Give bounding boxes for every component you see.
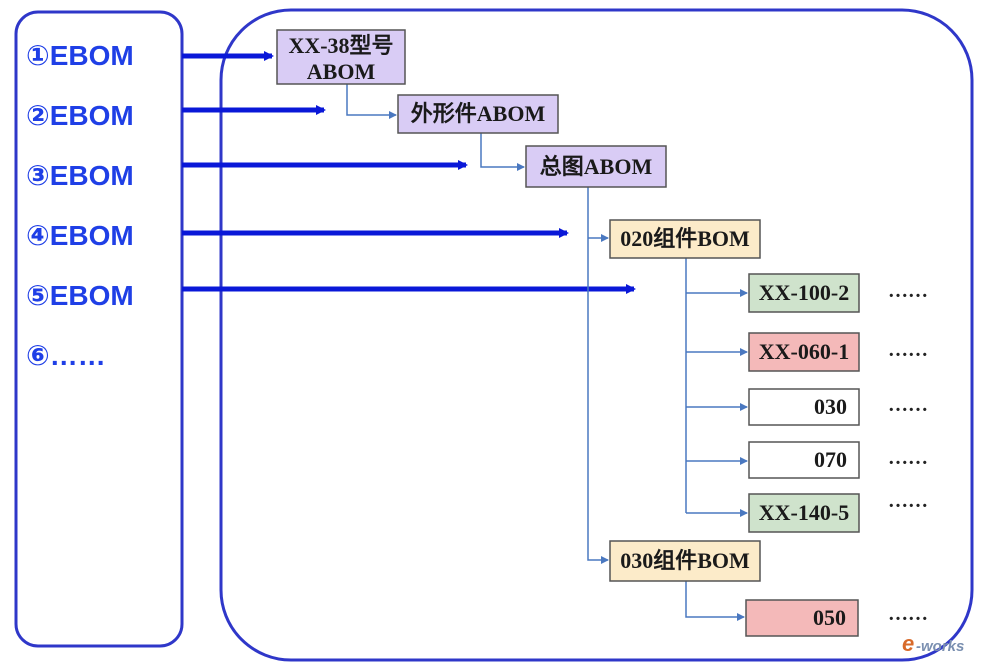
node-part-070 — [748, 441, 860, 479]
tree-connectors — [346, 84, 748, 621]
eworks-watermark: e -works — [902, 631, 964, 656]
node-part-6-ellipsis: …… — [888, 603, 928, 625]
node-part-xx-100-2 — [748, 273, 860, 313]
node-030-group — [609, 540, 761, 582]
ebom-item-4: ④EBOM — [26, 220, 134, 251]
node-appearance-label: 外形件ABOM — [411, 101, 546, 126]
node-part-050-label: 050 — [813, 605, 846, 630]
node-appearance-abom — [397, 94, 559, 134]
node-part-xx-140-5 — [748, 493, 860, 533]
node-part-5-ellipsis: …… — [888, 490, 928, 512]
node-part-xx-100-2-label: XX-100-2 — [759, 280, 849, 305]
ebom-list-panel — [14, 10, 184, 648]
node-xx38-abom — [276, 29, 406, 85]
node-part-050 — [745, 599, 859, 637]
node-020-group — [609, 219, 761, 259]
ebom-item-3: ③EBOM — [26, 160, 134, 191]
ebom-item-6: ⑥…… — [26, 340, 106, 371]
ebom-item-1: ①EBOM — [26, 40, 134, 71]
node-xx38-line1: XX-38型号 — [288, 33, 393, 58]
ebom-item-2: ②EBOM — [26, 100, 134, 131]
node-030-label: 030组件BOM — [620, 548, 750, 573]
node-part-030-label: 030 — [814, 394, 847, 419]
node-general-label: 总图ABOM — [540, 154, 653, 179]
svg-text:e: e — [902, 631, 914, 656]
svg-text:-works: -works — [916, 638, 964, 655]
node-part-3-ellipsis: …… — [888, 394, 928, 416]
node-part-030 — [748, 388, 860, 426]
ebom-item-5: ⑤EBOM — [26, 280, 134, 311]
node-part-2-ellipsis: …… — [888, 339, 928, 361]
node-020-label: 020组件BOM — [620, 226, 750, 251]
node-part-xx-060-1 — [748, 332, 860, 372]
node-part-xx-140-5-label: XX-140-5 — [759, 500, 849, 525]
node-part-1-ellipsis: …… — [888, 280, 928, 302]
node-part-xx-060-1-label: XX-060-1 — [759, 339, 849, 364]
node-xx38-line2: ABOM — [307, 59, 376, 84]
node-general-abom — [525, 145, 667, 188]
node-part-070-label: 070 — [814, 447, 847, 472]
node-part-4-ellipsis: …… — [888, 447, 928, 469]
